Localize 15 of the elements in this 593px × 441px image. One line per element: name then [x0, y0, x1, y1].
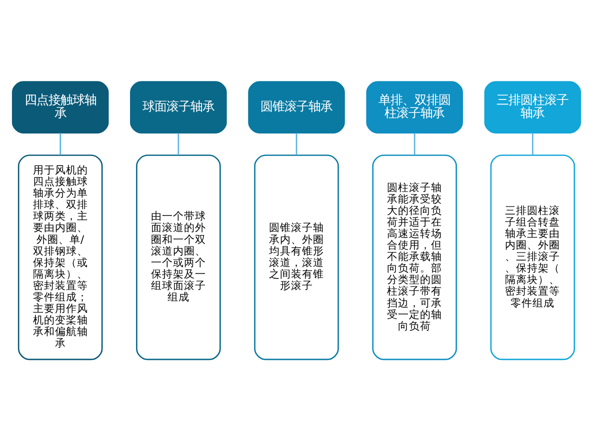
connector: [178, 133, 180, 155]
node-box: 三排圆柱滚子轴承: [484, 81, 582, 134]
node-box: 三排圆柱滚子组合转盘轴承主要由内圈、外圈、三排滚子、保持架（隔离块）、密封装置等零件组成: [490, 154, 576, 360]
node-box: 由一个带球面滚道的外圈和一个双滚道内圈、一个或两个保持架及一组球面滚子组成: [136, 154, 221, 360]
connector: [296, 133, 298, 155]
connector: [532, 133, 534, 155]
node-box: 球面滚子轴承: [130, 81, 227, 134]
connector: [414, 133, 416, 155]
node-box: 单排、双排圆柱滚子轴承: [366, 81, 463, 134]
node-box: 用于风机的四点接触球轴承分为单排球、双排球两类，主要由内圈、外圈、单/双排钢球、保持架（或隔离块）、密封装置等零件组成；主要用作风机的变桨轴承和偏航轴承: [18, 154, 103, 360]
node-box: 圆锥滚子轴承内、外圈均具有锥形滚道，滚道之间装有锥形滚子: [254, 154, 339, 360]
node-box: 四点接触球轴承: [12, 81, 109, 134]
node-box: 圆锥滚子轴承: [248, 81, 345, 134]
connector: [60, 133, 61, 155]
node-box: 圆柱滚子轴承能承受较大的径向负荷并适于在高速运转场合使用，但不能承载轴向负荷。部分类型的圆柱滚子带有挡边，可承受一定的轴向负荷: [372, 154, 457, 360]
